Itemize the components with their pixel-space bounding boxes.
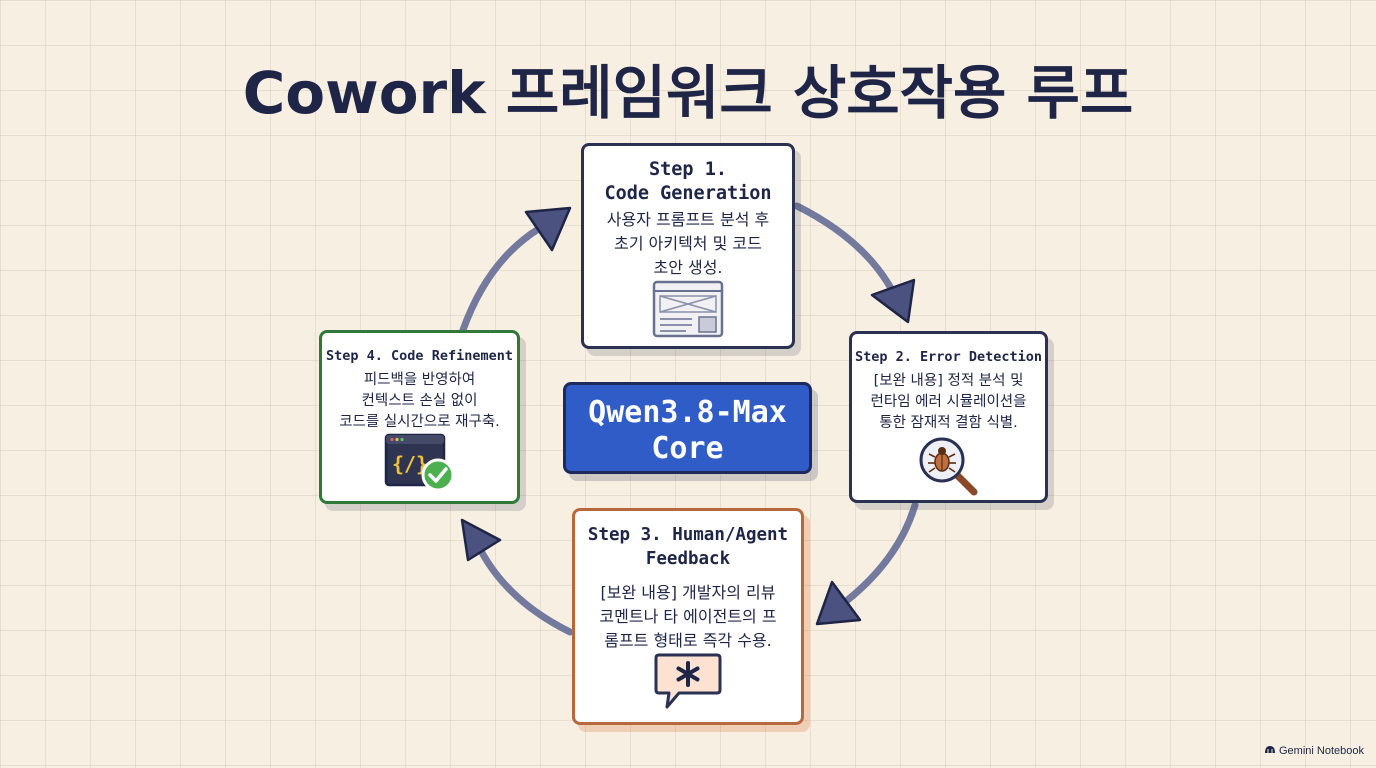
browser-wireframe-icon	[584, 280, 792, 342]
step-3-card: Step 3. Human/Agent Feedback [보완 내용] 개발자…	[572, 508, 804, 725]
core-label-line: Core	[651, 431, 724, 466]
step-2-description-line: 런타임 에러 시뮬레이션을	[870, 394, 1027, 410]
arrow-step3-to-step4	[460, 518, 574, 636]
step-4-description-line: 코드를 실시간으로 재구축.	[339, 414, 500, 430]
arrow-step2-to-step3	[815, 501, 919, 626]
step-3-description-line: 코멘트나 타 에이전트의 프	[599, 607, 777, 626]
step-2-heading-line: Step 2. Error Detection	[855, 349, 1042, 365]
step-4-card: Step 4. Code Refinement 피드백을 반영하여 컨텍스트 손…	[319, 330, 520, 504]
step-2-description-line: [보완 내용] 정적 분석 및	[873, 373, 1024, 389]
arrow-step1-to-step2	[793, 202, 916, 324]
step-4-heading: Step 4. Code Refinement	[322, 345, 517, 367]
page-title: Cowork 프레임워크 상호작용 루프	[242, 59, 1134, 127]
step-3-description-line: 롬프트 형태로 즉각 수용.	[604, 631, 772, 650]
step-3-heading-line: Feedback	[645, 549, 731, 569]
step-4-heading-line: Step 4. Code Refinement	[326, 348, 513, 364]
step-3-heading: Step 3. Human/Agent Feedback	[575, 523, 801, 571]
step-4-description-line: 컨텍스트 손실 없이	[361, 393, 478, 409]
step-1-description-line: 초안 생성.	[653, 258, 723, 277]
step-1-description-line: 사용자 프롬프트 분석 후	[606, 210, 770, 229]
step-1-description: 사용자 프롬프트 분석 후 초기 아키텍처 및 코드 초안 생성.	[584, 208, 792, 280]
step-4-description-line: 피드백을 반영하여	[363, 372, 476, 388]
bug-magnifier-icon	[852, 434, 1045, 502]
code-window-check-icon: {/}	[322, 433, 517, 499]
step-2-description-line: 통한 잠재적 결함 식별.	[879, 415, 1018, 431]
step-2-heading: Step 2. Error Detection	[852, 346, 1045, 368]
step-3-heading-line: Step 3. Human/Agent	[587, 525, 789, 545]
step-1-heading: Step 1. Code Generation	[584, 158, 792, 206]
step-3-description: [보완 내용] 개발자의 리뷰 코멘트나 타 에이전트의 프 롬프트 형태로 즉…	[575, 581, 801, 653]
core-label-line: Qwen3.8-Max	[588, 395, 787, 430]
step-2-card: Step 2. Error Detection [보완 내용] 정적 분석 및 …	[849, 331, 1048, 503]
step-2-description: [보완 내용] 정적 분석 및 런타임 에러 시뮬레이션을 통한 잠재적 결함 …	[852, 371, 1045, 434]
arrow-step4-to-step1	[459, 206, 572, 334]
gemini-logo-icon	[1264, 744, 1276, 757]
step-3-description-line: [보완 내용] 개발자의 리뷰	[600, 583, 776, 602]
step-1-card: Step 1. Code Generation 사용자 프롬프트 분석 후 초기…	[581, 143, 795, 349]
watermark-text: Gemini Notebook	[1279, 744, 1364, 757]
step-1-description-line: 초기 아키텍처 및 코드	[614, 234, 762, 253]
watermark: Gemini Notebook	[1264, 744, 1364, 757]
step-4-description: 피드백을 반영하여 컨텍스트 손실 없이 코드를 실시간으로 재구축.	[322, 370, 517, 433]
step-1-heading-line: Step 1.	[649, 159, 727, 180]
step-1-heading-line: Code Generation	[604, 183, 772, 204]
chat-asterisk-icon	[575, 651, 801, 717]
core-node: Qwen3.8-Max Core	[563, 382, 812, 474]
